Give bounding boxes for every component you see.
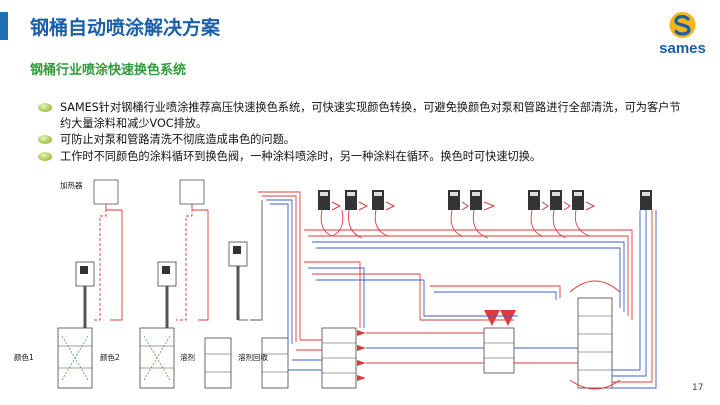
pump-color-2 bbox=[157, 261, 177, 330]
bullet-list: SAMES针对钢桶行业喷涂推荐高压快速换色系统，可快速实现颜色转换，可避免换颜色… bbox=[36, 100, 686, 165]
heater-left bbox=[93, 179, 205, 205]
color-change-system-diagram: 加热器 bbox=[14, 179, 657, 390]
pump-color-1 bbox=[75, 261, 95, 330]
logo-text: sames bbox=[659, 40, 706, 57]
bullet-item: SAMES针对钢桶行业喷涂推荐高压快速换色系统，可快速实现颜色转换，可避免换颜色… bbox=[36, 100, 686, 131]
drum-solvent-recovery bbox=[261, 337, 289, 389]
bullet-icon bbox=[38, 151, 52, 161]
title-accent-bar bbox=[0, 12, 8, 40]
drum-color-2 bbox=[139, 327, 175, 389]
drum-solvent bbox=[204, 337, 232, 389]
page-subtitle: 钢桶行业喷涂快速换色系统 bbox=[30, 63, 187, 78]
gun-single bbox=[640, 190, 652, 210]
bullet-item: 可防止对泵和管路清洗不彻底造成串色的问题。 bbox=[36, 132, 686, 148]
bullet-text: SAMES针对钢桶行业喷涂推荐高压快速换色系统，可快速实现颜色转换，可避免换颜色… bbox=[60, 101, 681, 130]
valve-stack-3 bbox=[569, 280, 621, 390]
gun-cluster-1 bbox=[318, 190, 396, 211]
circulation-network bbox=[288, 210, 657, 389]
bullet-text: 可防止对泵和管路清洗不彻底造成串色的问题。 bbox=[60, 133, 295, 146]
drum-color-1 bbox=[57, 327, 93, 389]
page-number: 17 bbox=[692, 383, 704, 393]
valve-stack-1 bbox=[321, 327, 366, 389]
valve-stack-2 bbox=[483, 310, 516, 374]
bullet-item: 工作时不同颜色的涂料循环到换色阀，一种涂料喷涂时，另一种涂料在循环。换色时可快速… bbox=[36, 149, 686, 165]
bullet-icon bbox=[38, 103, 52, 112]
heater-label: 加热器 bbox=[60, 180, 83, 190]
color2-label: 颜色2 bbox=[100, 352, 120, 362]
bullet-text: 工作时不同颜色的涂料循环到换色阀，一种涂料喷涂时，另一种涂料在循环。换色时可快速… bbox=[60, 149, 542, 163]
supply-lines bbox=[94, 191, 301, 346]
sames-logo: sames bbox=[655, 10, 710, 62]
solvent-recovery-label: 溶剂回收 bbox=[238, 352, 268, 362]
pump-solvent bbox=[228, 241, 248, 320]
bullet-icon bbox=[38, 135, 52, 144]
gun-cluster-2 bbox=[448, 190, 496, 211]
solvent-label: 溶剂 bbox=[180, 352, 195, 362]
page-title: 钢桶自动喷涂解决方案 bbox=[30, 17, 221, 39]
color1-label: 颜色1 bbox=[14, 352, 34, 362]
logo-icon bbox=[669, 12, 696, 38]
gun-cluster-3 bbox=[528, 190, 596, 211]
gun-hoses bbox=[320, 209, 591, 239]
